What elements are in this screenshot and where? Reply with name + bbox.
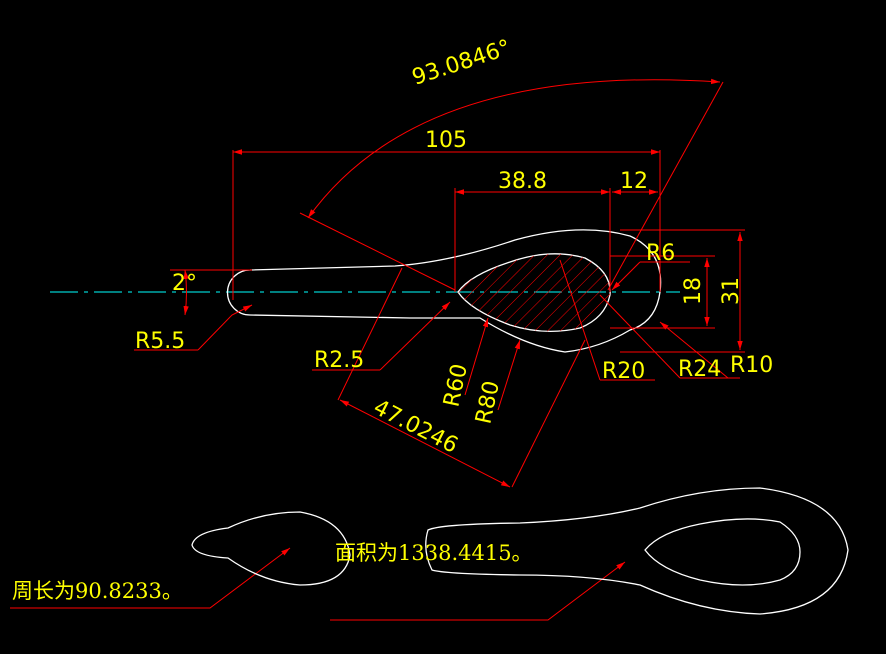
large-spoon-inner	[644, 518, 801, 586]
dim-r80: R80	[471, 379, 504, 427]
dimension-lines	[10, 78, 745, 621]
dim-38-8: 38.8	[498, 169, 547, 194]
dim-r20: R20	[602, 359, 645, 384]
small-spoon-shape	[191, 511, 351, 586]
dim-r10: R10	[730, 353, 773, 378]
dim-r24: R24	[678, 357, 721, 382]
lower-shapes	[191, 487, 849, 615]
dim-r6: R6	[646, 241, 675, 266]
hatched-area	[458, 253, 611, 332]
perimeter-note: 周长为90.8233。	[12, 579, 183, 603]
dim-2-degree: 2°	[172, 271, 197, 296]
dim-r2-5: R2.5	[314, 348, 364, 373]
large-spoon-shape	[425, 487, 849, 615]
dim-18: 18	[681, 277, 706, 305]
area-note: 面积为1338.4415。	[335, 541, 533, 565]
dim-r5-5: R5.5	[135, 329, 185, 354]
dim-31: 31	[719, 277, 744, 305]
dim-angle-top: 93.0846°	[409, 35, 514, 90]
dim-12: 12	[620, 169, 648, 194]
dim-r60: R60	[439, 362, 472, 410]
dim-105: 105	[425, 128, 467, 153]
